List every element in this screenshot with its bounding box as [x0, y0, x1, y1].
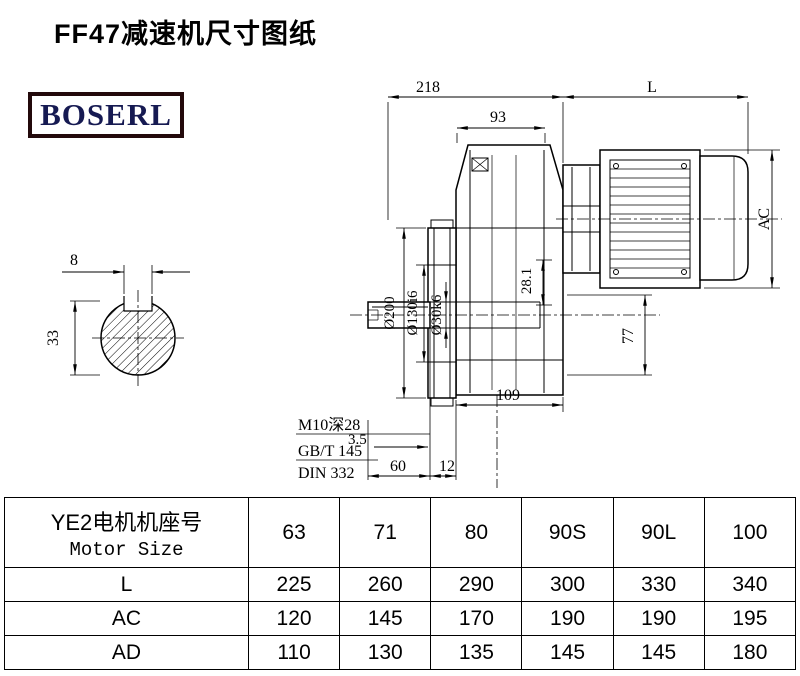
page-title: FF47减速机尺寸图纸: [54, 19, 318, 49]
motor-size-header-cell: YE2电机机座号 Motor Size: [4, 497, 249, 568]
fan-cover: [699, 155, 749, 281]
table-cell: 330: [612, 567, 705, 602]
size-90l-cell: 90L: [612, 497, 705, 568]
main-view: [350, 144, 782, 488]
size-100-cell: 100: [703, 497, 797, 568]
gearbox-housing: [455, 144, 564, 396]
table-row-AC: AC 120 145 170 190 190 195: [4, 601, 797, 636]
dim-28-1-label: 28.1: [519, 268, 535, 294]
din-standard-label: DIN 332: [298, 465, 354, 482]
dim-60-label: 60: [390, 458, 406, 475]
table-cell: 120: [247, 601, 341, 636]
table-cell: 195: [703, 601, 797, 636]
dim-L: L: [563, 79, 749, 154]
shaft-section-detail: [92, 290, 184, 386]
dim-109-label: 109: [496, 387, 520, 404]
dim-key-width-8: 8: [62, 252, 190, 294]
table-row-AD: AD 110 130 135 145 145 180: [4, 635, 797, 670]
row-label: L: [4, 567, 249, 602]
output-flange: [427, 219, 457, 407]
size-90s-cell: 90S: [521, 497, 614, 568]
motor-size-label-en: Motor Size: [69, 538, 184, 561]
table-cell: 135: [430, 635, 523, 670]
table-cell: 190: [521, 601, 614, 636]
dim-33-label: 33: [45, 330, 62, 346]
dim-60-12: 60 12: [367, 328, 457, 480]
table-cell: 145: [339, 601, 432, 636]
dim-93: 93: [456, 109, 546, 143]
centerlines: [350, 218, 782, 488]
dim-33: 33: [45, 300, 100, 376]
dimension-table: YE2电机机座号 Motor Size 63 71 80 90S 90L 100…: [4, 497, 797, 670]
dim-flange-od-200: Ø200: [382, 227, 426, 399]
table-cell: 110: [247, 635, 341, 670]
dim-d200-label: Ø200: [382, 296, 398, 329]
dim-12-label: 12: [439, 458, 455, 475]
row-label: AD: [4, 635, 249, 670]
dimension-drawing: 218 L 93 AC: [45, 79, 782, 488]
dim-218-label: 218: [416, 79, 440, 96]
size-80-cell: 80: [430, 497, 523, 568]
table-header-row: YE2电机机座号 Motor Size 63 71 80 90S 90L 100: [4, 497, 797, 568]
logo-text: BOSERL: [40, 97, 172, 132]
dim-8-label: 8: [70, 252, 78, 269]
row-label: AC: [4, 601, 249, 636]
dim-AC: AC: [704, 149, 780, 289]
table-cell: 145: [612, 635, 705, 670]
tap-callout: M10深28 GB/T 145 DIN 332: [296, 416, 430, 482]
dim-77-label: 77: [620, 328, 637, 344]
motor-size-label-cn: YE2电机机座号: [50, 509, 203, 535]
gbt-standard-label: GB/T 145: [298, 443, 362, 460]
table-cell: 145: [521, 635, 614, 670]
dim-93-label: 93: [490, 109, 506, 126]
tap-callout-label: M10深28: [298, 416, 360, 434]
dim-d130-label: Ø130i6: [405, 290, 421, 336]
dim-28-1: 28.1: [519, 259, 552, 306]
table-cell: 130: [339, 635, 432, 670]
dim-77: 77: [567, 294, 652, 376]
dim-L-label: L: [647, 79, 657, 96]
table-cell: 225: [247, 567, 341, 602]
table-cell: 290: [430, 567, 523, 602]
size-71-cell: 71: [339, 497, 432, 568]
dim-d30-label: Ø30k6: [429, 294, 445, 335]
table-cell: 190: [612, 601, 705, 636]
table-cell: 180: [703, 635, 797, 670]
dim-AC-label: AC: [756, 208, 773, 230]
dim-spigot-130: Ø130i6: [405, 264, 428, 363]
dim-3-5: 3.5: [348, 432, 428, 449]
table-cell: 170: [430, 601, 523, 636]
breather-plug: [471, 157, 489, 172]
dim-3-5-label: 3.5: [348, 432, 367, 448]
dimensions: 218 L 93 AC: [45, 79, 780, 482]
dim-218: 218: [387, 79, 564, 220]
size-63-cell: 63: [247, 497, 341, 568]
boserl-logo: BOSERL: [28, 92, 184, 138]
dim-shaft-30: Ø30k6: [429, 282, 448, 348]
table-cell: 260: [339, 567, 432, 602]
table-row-L: L 225 260 290 300 330 340: [4, 567, 797, 602]
table-cell: 300: [521, 567, 614, 602]
table-cell: 340: [703, 567, 797, 602]
dim-109: 109: [456, 387, 564, 412]
